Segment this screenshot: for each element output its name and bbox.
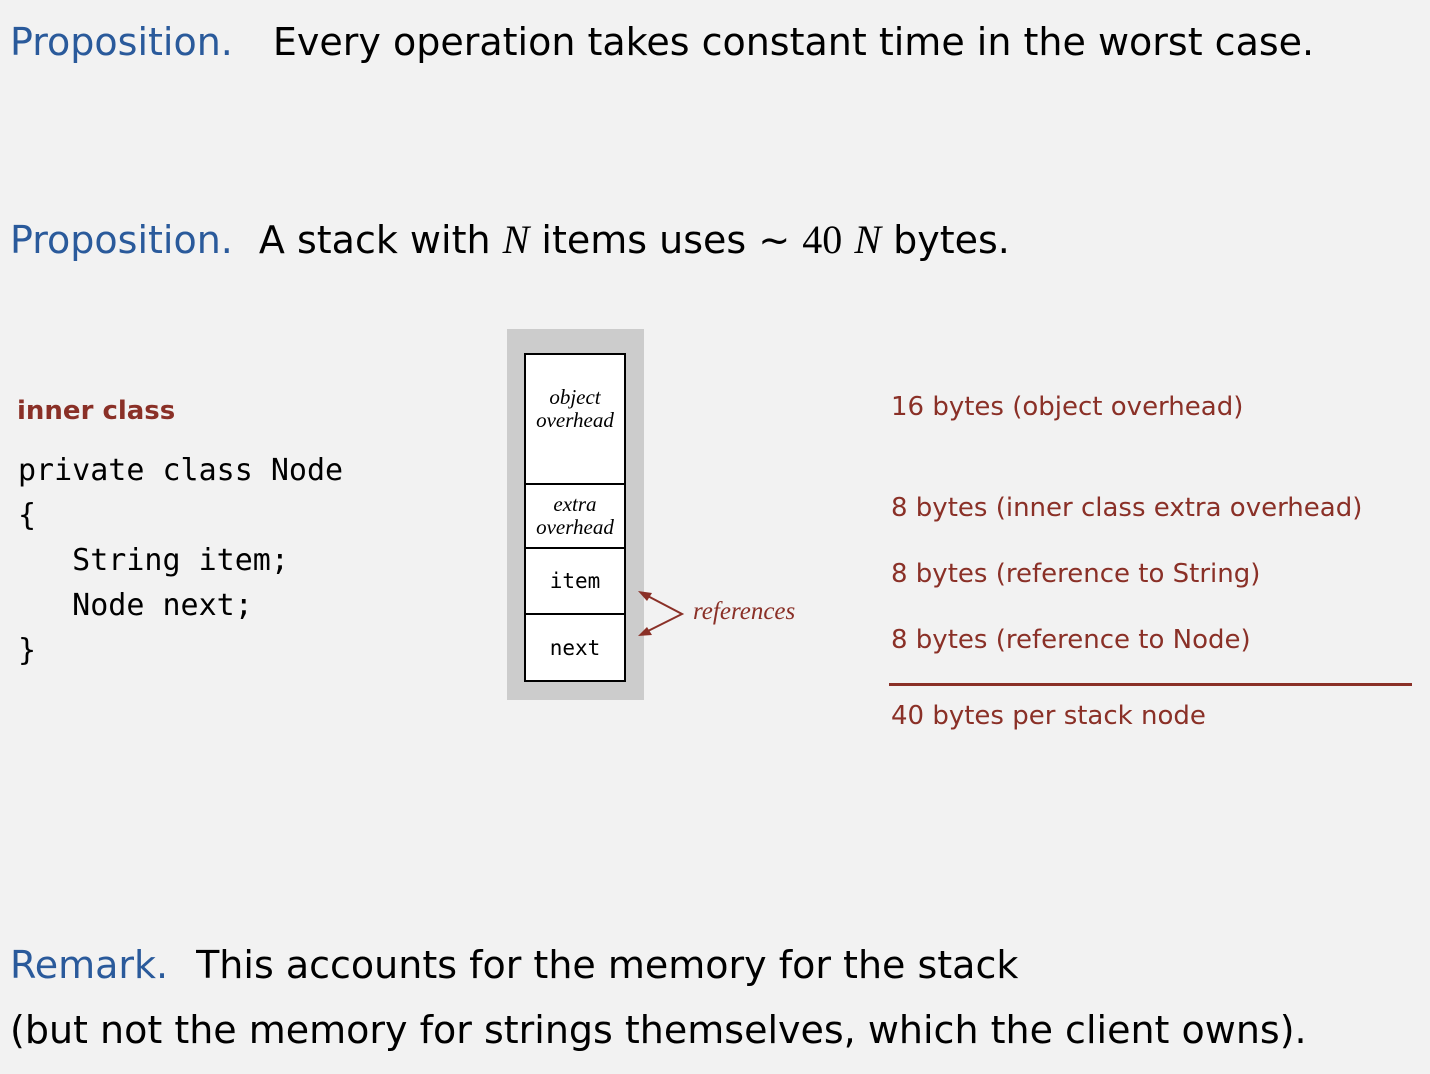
- memory-row-inner-class-overhead: 8 bytes (inner class extra overhead): [891, 493, 1363, 523]
- memory-total: 40 bytes per stack node: [891, 701, 1206, 731]
- extra-overhead-cell: extra overhead: [524, 483, 626, 549]
- remark-line-1: This accounts for the memory for the sta…: [196, 943, 1019, 987]
- proposition-2-label: Proposition.: [10, 218, 233, 262]
- memory-row-node-reference: 8 bytes (reference to Node): [891, 625, 1251, 655]
- memory-row-object-overhead: 16 bytes (object overhead): [891, 392, 1244, 422]
- proposition-2-mid: items uses: [541, 218, 747, 262]
- proposition-1: Proposition. Every operation takes consta…: [10, 20, 1314, 64]
- next-cell-label: next: [549, 635, 601, 660]
- tilde-symbol: ~: [758, 218, 791, 262]
- sum-divider: [889, 683, 1412, 686]
- proposition-2-post: bytes.: [893, 218, 1010, 262]
- remark-line-2: (but not the memory for strings themselv…: [10, 1008, 1307, 1052]
- memory-row-string-reference: 8 bytes (reference to String): [891, 559, 1261, 589]
- code-block: private class Node { String item; Node n…: [18, 448, 343, 673]
- item-cell: item: [524, 547, 626, 615]
- remark-label: Remark.: [10, 943, 169, 987]
- code-line: private class Node: [18, 453, 344, 488]
- variable-n-2: N: [854, 217, 882, 262]
- item-cell-label: item: [549, 569, 601, 593]
- proposition-2-pre: A stack with: [258, 218, 491, 262]
- remark: Remark. This accounts for the memory for …: [10, 943, 1018, 987]
- variable-n: N: [502, 217, 530, 262]
- extra-overhead-label: extra overhead: [536, 492, 614, 539]
- bytes-constant: 40: [802, 217, 843, 262]
- next-cell: next: [524, 613, 626, 682]
- proposition-2: Proposition.A stack with N items uses ~ …: [10, 217, 1010, 263]
- references-label: references: [693, 598, 796, 625]
- object-overhead-cell: object overhead: [524, 353, 626, 485]
- code-line: Node next;: [18, 588, 253, 623]
- references-arrows: [638, 591, 685, 636]
- code-line: {: [18, 498, 37, 533]
- code-line: }: [18, 633, 37, 668]
- proposition-1-label: Proposition.: [10, 20, 233, 64]
- code-line: String item;: [18, 543, 289, 578]
- inner-class-heading: inner class: [17, 396, 176, 426]
- proposition-1-text: Every operation takes constant time in t…: [272, 20, 1315, 64]
- object-overhead-label: object overhead: [536, 385, 614, 432]
